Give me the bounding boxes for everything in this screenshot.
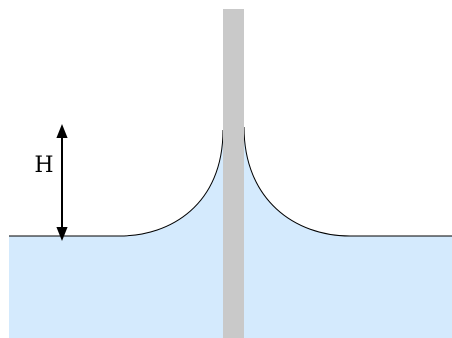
meniscus-left-outline [9,129,224,237]
height-label: H [34,153,53,178]
vertical-plate [223,9,244,338]
meniscus-right-outline [243,126,452,237]
liquid-left [9,130,223,338]
liquid-right [244,127,452,338]
